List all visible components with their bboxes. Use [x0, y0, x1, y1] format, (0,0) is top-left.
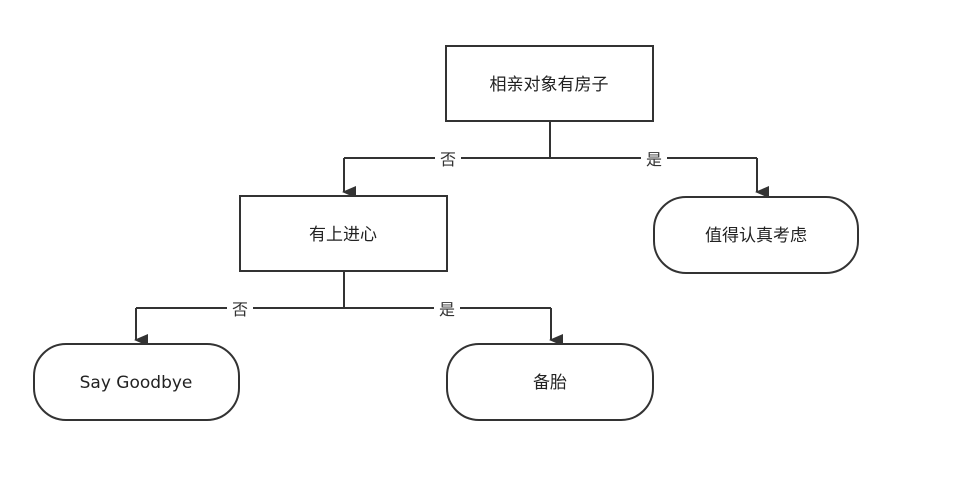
svg-text:Say Goodbye: Say Goodbye	[80, 373, 193, 393]
svg-text:否: 否	[232, 300, 248, 319]
svg-text:备胎: 备胎	[533, 373, 567, 393]
edge-label-root-yes: 是	[641, 148, 667, 170]
decision-node-has-house: 相亲对象有房子	[445, 45, 654, 122]
svg-text:否: 否	[440, 150, 456, 169]
edge-label-root-no: 否	[435, 148, 461, 170]
root-connectors	[342, 121, 769, 198]
svg-text:有上进心: 有上进心	[309, 225, 377, 245]
svg-text:是: 是	[439, 300, 455, 319]
outcome-node-backup: 备胎	[446, 343, 654, 421]
edge-label-progress-no: 否	[227, 298, 253, 320]
outcome-node-consider: 值得认真考虑	[653, 196, 859, 274]
svg-text:值得认真考虑: 值得认真考虑	[705, 226, 807, 246]
progress-connectors	[134, 271, 563, 346]
outcome-node-goodbye: Say Goodbye	[33, 343, 240, 421]
svg-text:是: 是	[646, 150, 662, 169]
edge-label-progress-yes: 是	[434, 298, 460, 320]
decision-node-ambitious: 有上进心	[239, 195, 448, 272]
svg-text:相亲对象有房子: 相亲对象有房子	[490, 75, 609, 95]
